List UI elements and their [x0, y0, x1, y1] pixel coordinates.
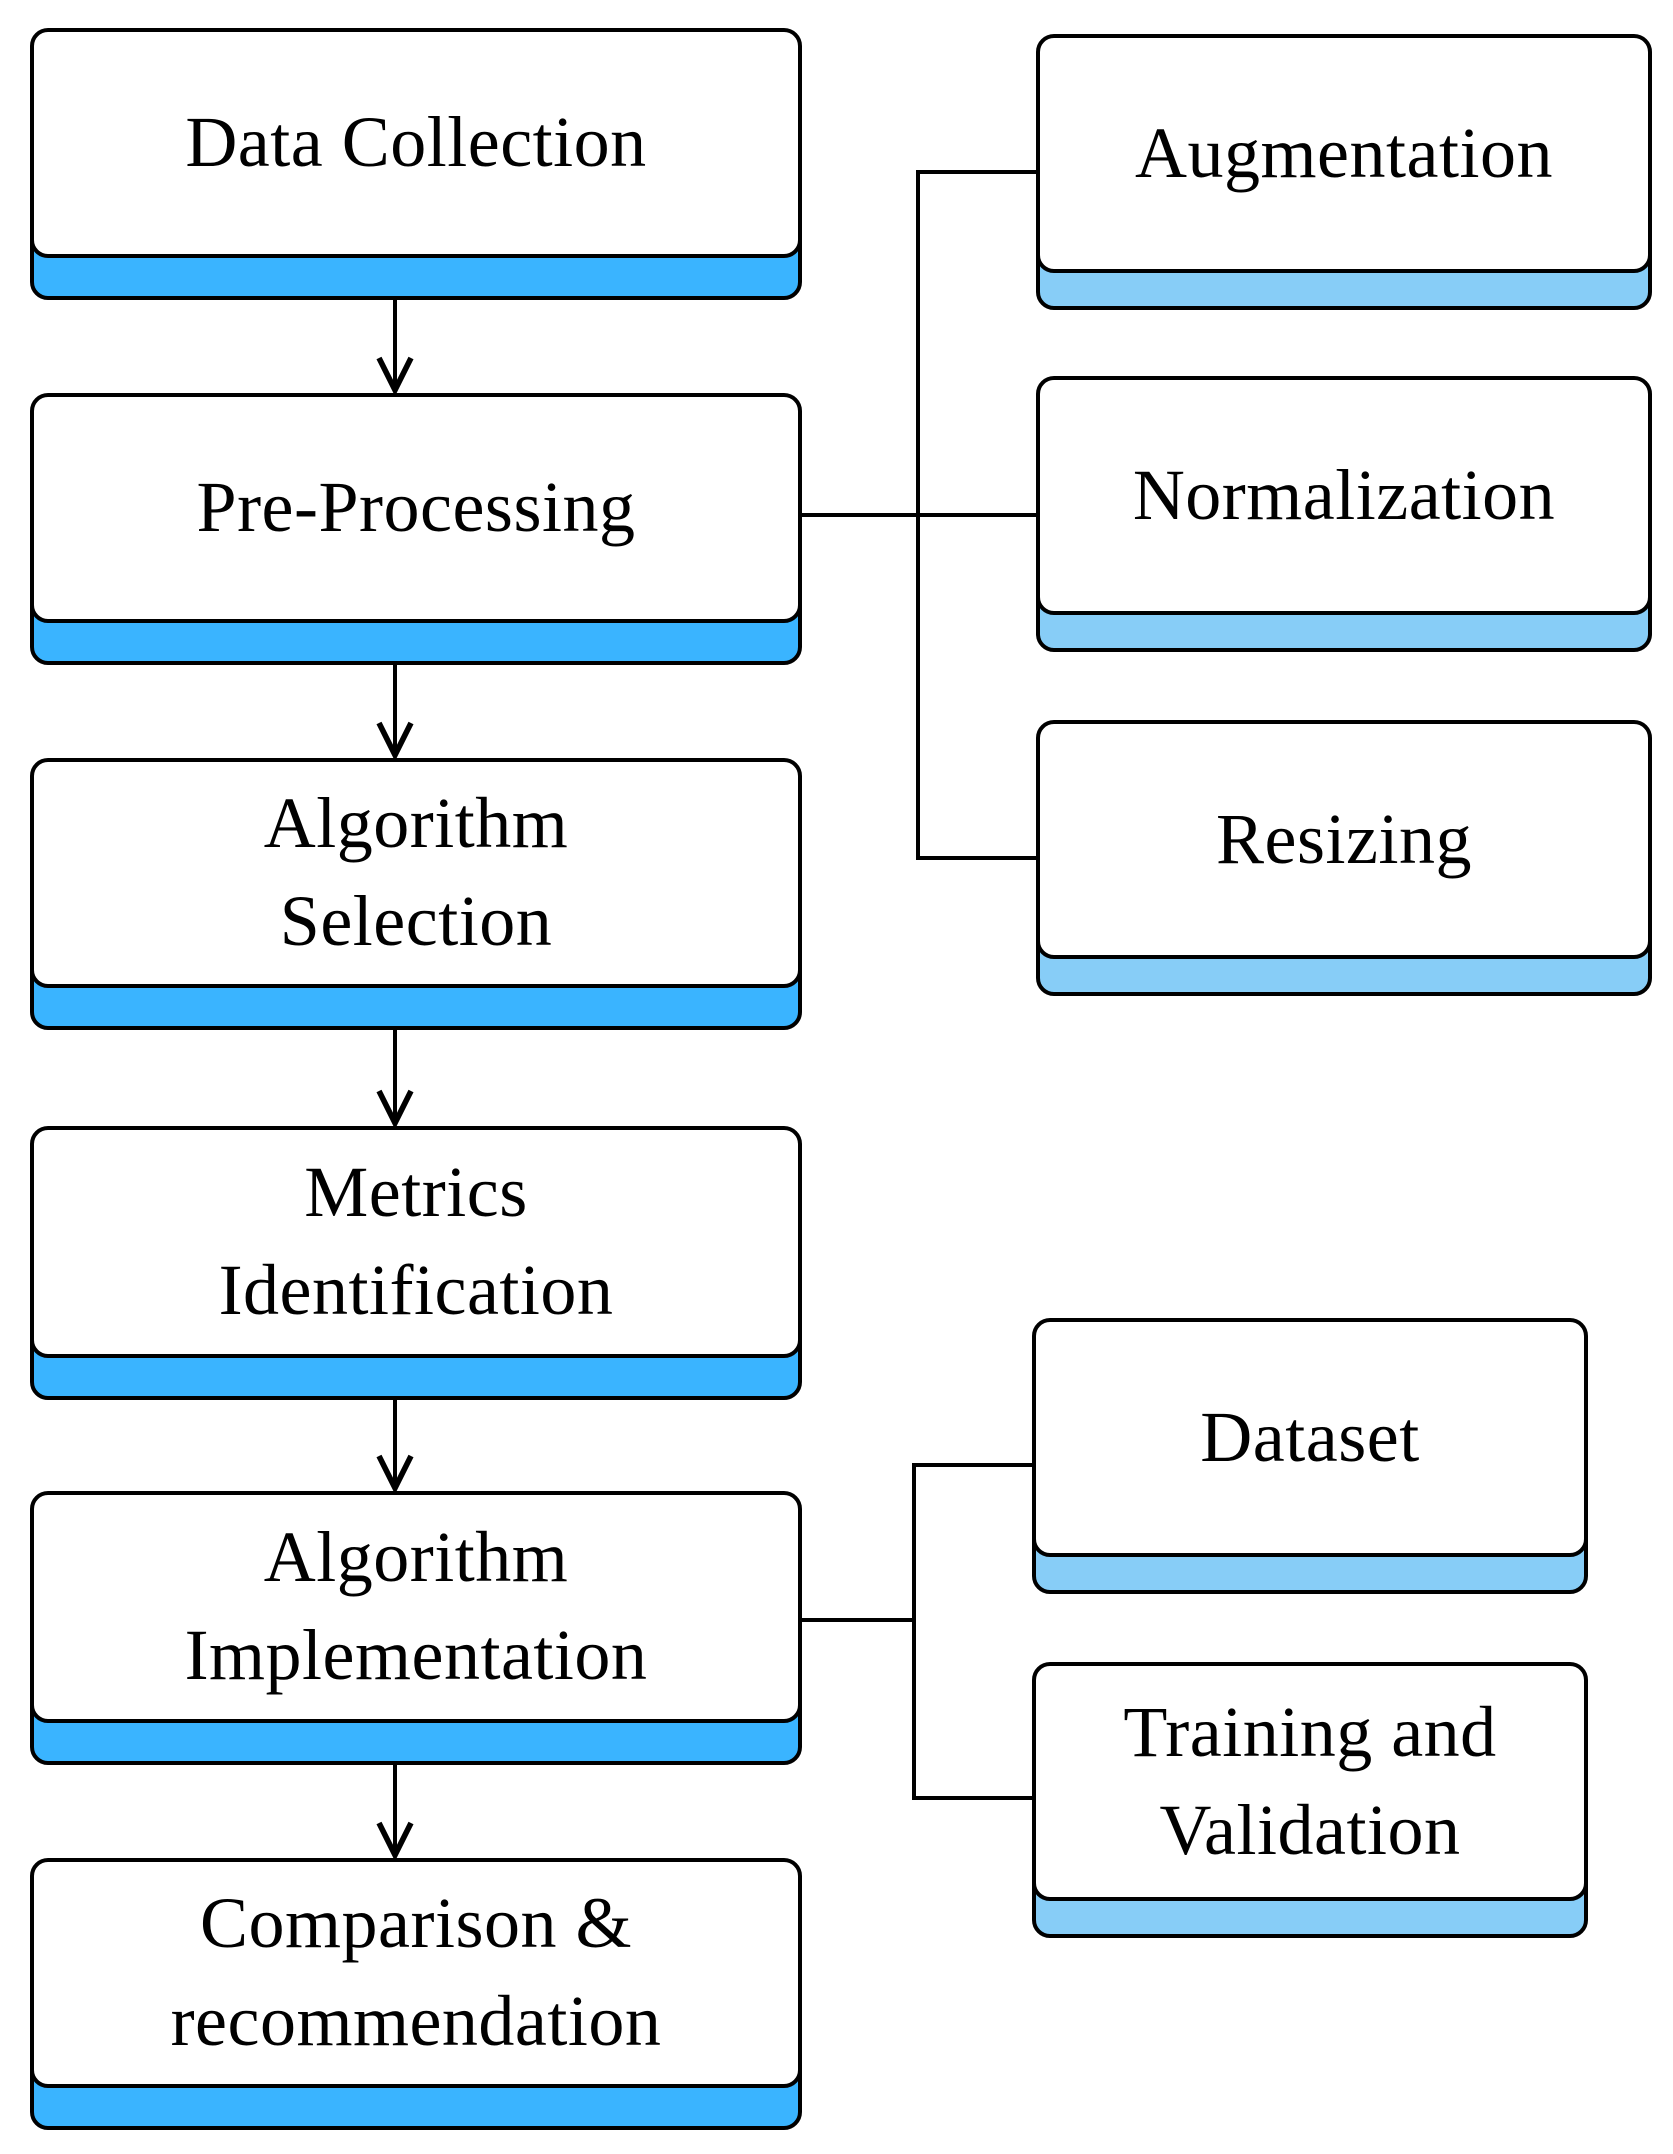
- step-metrics-identification: Metrics Identification: [30, 1126, 802, 1400]
- step-label: Metrics Identification: [218, 1152, 614, 1330]
- step-label: Algorithm Selection: [263, 783, 569, 961]
- substep-label: Training and Validation: [1123, 1691, 1497, 1870]
- step-label: Algorithm Implementation: [184, 1517, 648, 1695]
- substep-label: Normalization: [1132, 454, 1556, 535]
- step-algorithm-implementation: Algorithm Implementation: [30, 1491, 802, 1765]
- step-label: Comparison & recommendation: [170, 1883, 662, 2061]
- step-data-collection: Data Collection: [30, 28, 802, 300]
- step-label: Pre-Processing: [196, 467, 636, 548]
- step-comparison-recommendation: Comparison & recommendation: [30, 1858, 802, 2130]
- step-label: Data Collection: [185, 102, 647, 183]
- substep-label: Augmentation: [1135, 112, 1553, 193]
- substep-normalization: Normalization: [1036, 376, 1652, 652]
- substep-dataset: Dataset: [1032, 1318, 1588, 1594]
- substep-augmentation: Augmentation: [1036, 34, 1652, 310]
- substep-training-validation: Training and Validation: [1032, 1662, 1588, 1938]
- substep-resizing: Resizing: [1036, 720, 1652, 996]
- substep-label: Dataset: [1200, 1396, 1420, 1477]
- step-pre-processing: Pre-Processing: [30, 393, 802, 665]
- substep-label: Resizing: [1216, 798, 1472, 879]
- step-algorithm-selection: Algorithm Selection: [30, 758, 802, 1030]
